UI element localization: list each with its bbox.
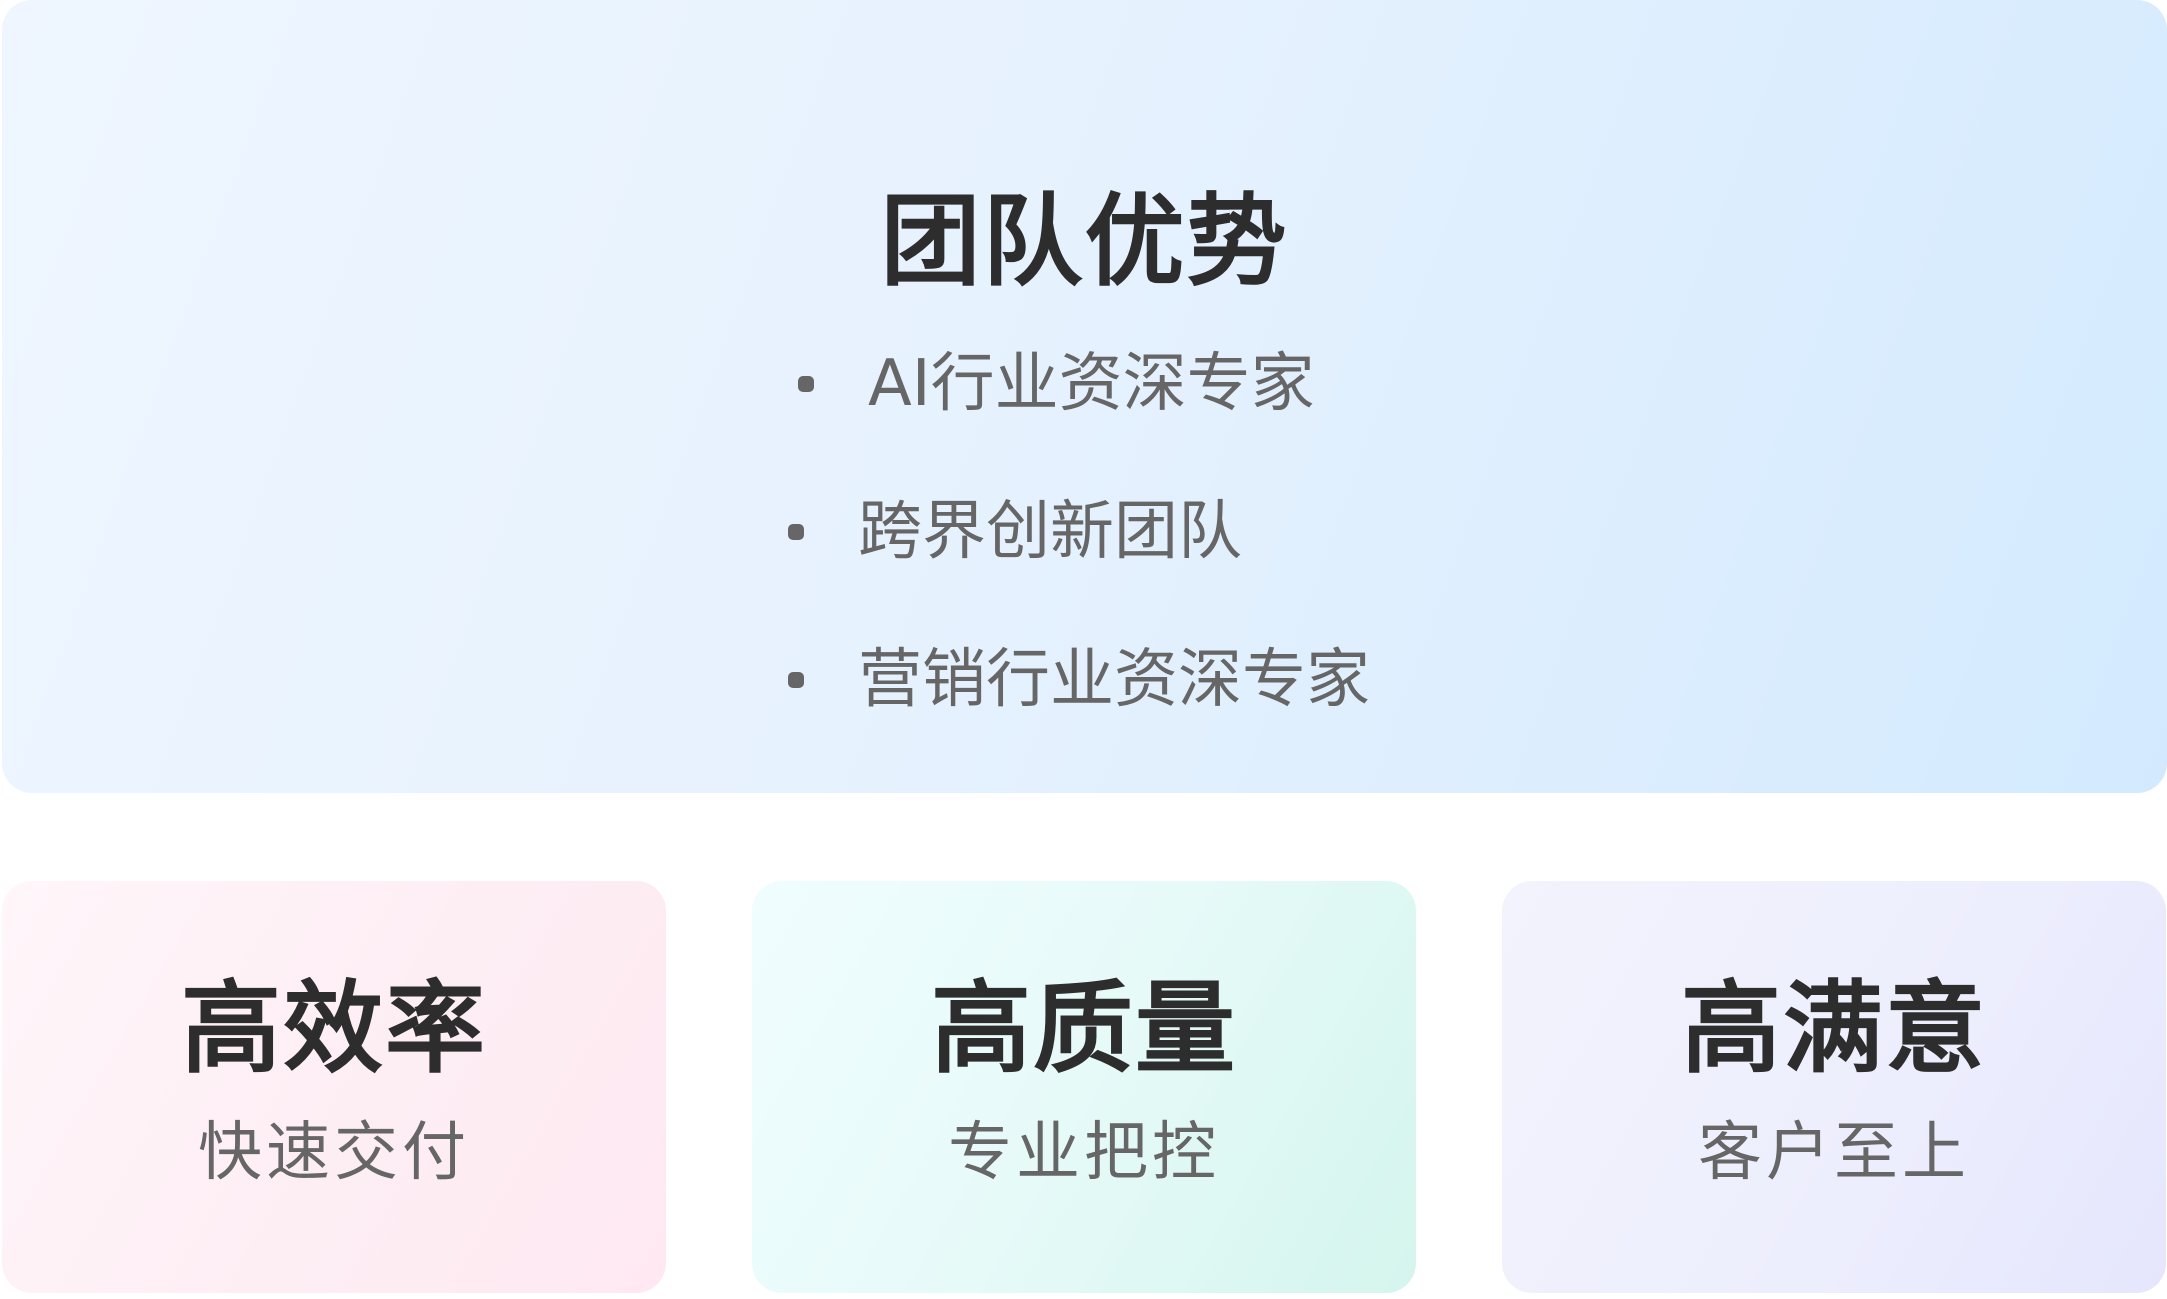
advantage-item: 跨界创新团队 bbox=[788, 458, 1370, 606]
bullet-dot-icon bbox=[788, 524, 804, 540]
feature-subtitle: 专业把控 bbox=[948, 1116, 1220, 1190]
team-advantages-title: 团队优势 bbox=[880, 183, 1289, 300]
advantage-label: 营销行业资深专家 bbox=[858, 643, 1370, 717]
bullet-dot-icon bbox=[788, 672, 804, 688]
advantage-item: AI行业资深专家 bbox=[788, 310, 1370, 458]
feature-card-quality: 高质量 专业把控 bbox=[752, 881, 1416, 1293]
feature-title: 高满意 bbox=[1681, 970, 1987, 1087]
advantage-item: 营销行业资深专家 bbox=[788, 606, 1370, 754]
advantages-list: AI行业资深专家 跨界创新团队 营销行业资深专家 bbox=[788, 310, 1370, 754]
feature-card-satisfaction: 高满意 客户至上 bbox=[1502, 881, 2166, 1293]
feature-title: 高质量 bbox=[931, 970, 1237, 1087]
bullet-dot-icon bbox=[798, 376, 814, 392]
feature-card-efficiency: 高效率 快速交付 bbox=[2, 881, 666, 1293]
feature-subtitle: 客户至上 bbox=[1698, 1116, 1970, 1190]
advantage-label: 跨界创新团队 bbox=[858, 495, 1242, 569]
feature-subtitle: 快速交付 bbox=[198, 1116, 470, 1190]
team-advantages-card: 团队优势 AI行业资深专家 跨界创新团队 营销行业资深专家 bbox=[2, 0, 2167, 793]
feature-title: 高效率 bbox=[181, 970, 487, 1087]
advantage-label: AI行业资深专家 bbox=[868, 347, 1315, 421]
